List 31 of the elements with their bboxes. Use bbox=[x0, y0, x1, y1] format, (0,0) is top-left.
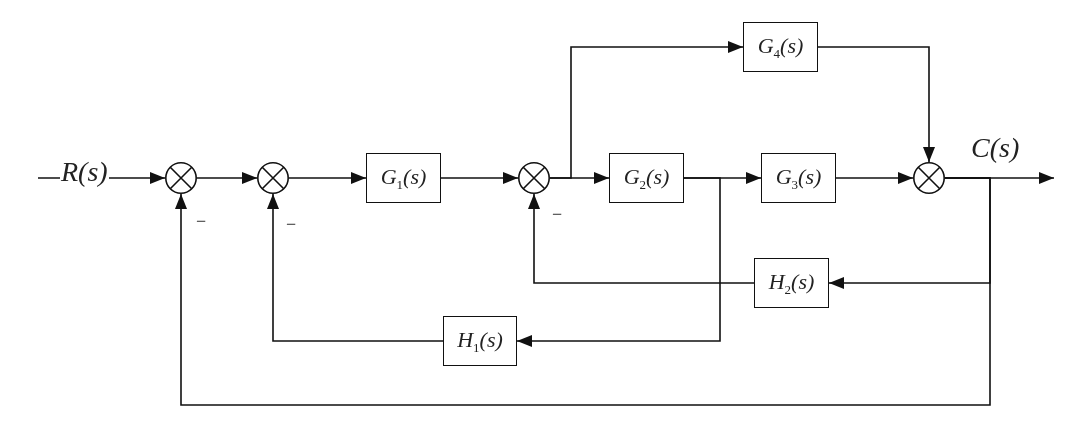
arrow bbox=[549, 41, 744, 179]
arrow bbox=[288, 172, 367, 184]
arrow bbox=[516, 177, 721, 347]
arrow bbox=[440, 172, 519, 184]
minus-sign: − bbox=[196, 212, 207, 230]
signal-label: R(s) bbox=[60, 158, 109, 186]
transfer-function-block bbox=[609, 153, 684, 203]
arrow bbox=[196, 172, 258, 184]
transfer-function-label: H$_{2}$(s) bbox=[768, 270, 815, 296]
arrow bbox=[175, 177, 991, 406]
transfer-function-label: G$_{2}$(s) bbox=[623, 165, 670, 191]
summing-junction bbox=[913, 162, 945, 194]
summing-junction bbox=[518, 162, 550, 194]
transfer-function-block bbox=[743, 22, 818, 72]
minus-sign: − bbox=[552, 205, 563, 223]
signal-label: C(s) bbox=[970, 134, 1021, 162]
transfer-function-block bbox=[761, 153, 836, 203]
transfer-function-label: G$_{3}$(s) bbox=[775, 165, 822, 191]
arrow bbox=[267, 193, 444, 342]
transfer-function-block bbox=[443, 316, 517, 366]
transfer-function-label: G$_{4}$(s) bbox=[757, 34, 804, 60]
transfer-function-block bbox=[754, 258, 829, 308]
transfer-function-block bbox=[366, 153, 441, 203]
summing-junction bbox=[165, 162, 197, 194]
arrow bbox=[817, 46, 935, 163]
transfer-function-label: G$_{1}$(s) bbox=[380, 165, 427, 191]
arrow bbox=[528, 193, 755, 284]
arrow bbox=[835, 172, 914, 184]
transfer-function-label: H$_{1}$(s) bbox=[457, 328, 503, 354]
summing-junction bbox=[257, 162, 289, 194]
minus-sign: − bbox=[286, 215, 297, 233]
